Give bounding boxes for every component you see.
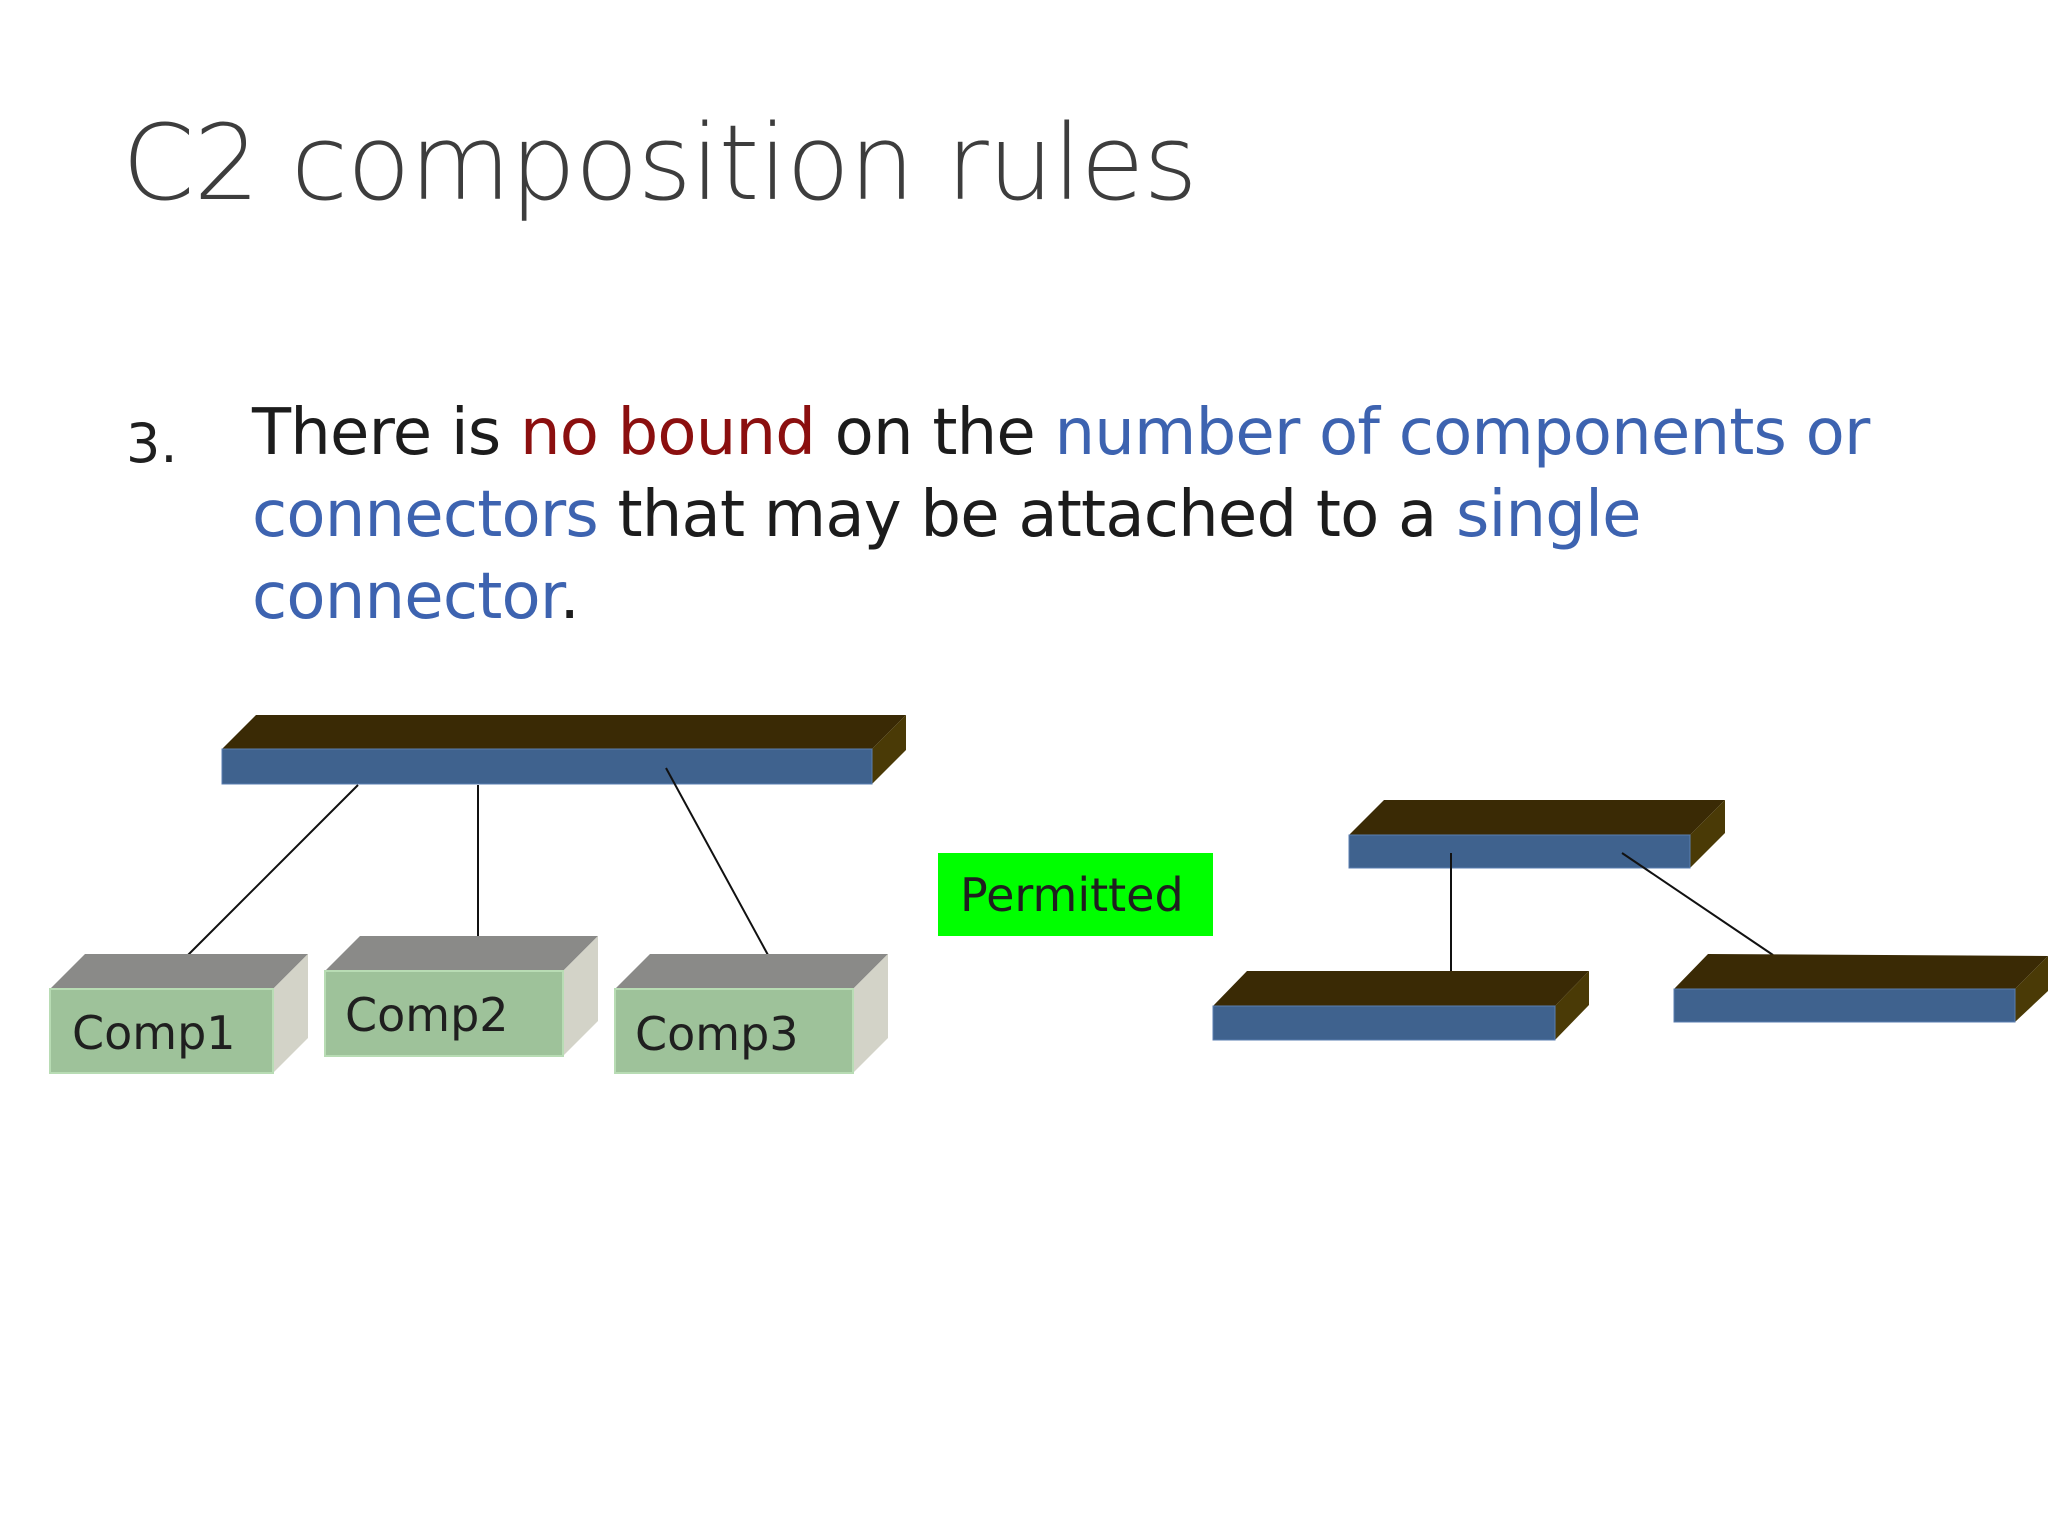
component-front-face	[614, 988, 854, 1074]
component-label: Comp1	[72, 1006, 236, 1060]
slide-title: C2 composition rules	[122, 102, 1198, 224]
connector-bar	[221, 715, 906, 785]
connector-side-face	[2015, 956, 2048, 1022]
connector-bar	[1212, 971, 1589, 1041]
component-side-face	[563, 936, 598, 1056]
connector-top-face	[1674, 954, 2048, 989]
rule-number: 3.	[126, 412, 178, 475]
permitted-badge: Permitted	[938, 853, 1213, 936]
connector-bar	[1673, 954, 2048, 1023]
connector-top-face	[222, 715, 906, 749]
component-side-face	[853, 954, 888, 1073]
rule-segment-plain: There is	[252, 396, 520, 470]
rule-emphasis-components-connectors: number of components or connectors	[252, 396, 1870, 552]
connector-front-face	[1348, 834, 1691, 869]
component-top-face	[325, 936, 598, 971]
component-front-face	[324, 970, 564, 1057]
component-label: Comp2	[345, 988, 509, 1042]
component-box: Comp1	[49, 954, 308, 1074]
connector-front-face	[221, 748, 873, 785]
connector-side-face	[1690, 800, 1725, 868]
connector-top-face	[1213, 971, 1589, 1006]
component-top-face	[50, 954, 308, 989]
rule-emphasis-single-connector: single connector	[252, 478, 1641, 634]
rule-text: There is no bound on the number of compo…	[252, 392, 1972, 638]
connector-front-face	[1212, 1005, 1556, 1041]
component-label: Comp3	[635, 1007, 799, 1061]
component-front-face	[49, 988, 274, 1074]
rule-emphasis-no-bound: no bound	[519, 396, 816, 470]
component-side-face	[273, 954, 308, 1073]
link-line	[187, 784, 359, 956]
rule-segment-plain: on the	[815, 396, 1055, 470]
connector-front-face	[1673, 988, 2016, 1023]
component-box: Comp3	[614, 954, 888, 1074]
component-top-face	[615, 954, 888, 989]
component-box: Comp2	[324, 936, 598, 1057]
link-line	[1621, 852, 1774, 956]
rule-segment-plain: that may be attached to a	[597, 478, 1457, 552]
connector-side-face	[872, 715, 906, 784]
connector-bar	[1348, 800, 1725, 869]
badge-label: Permitted	[960, 868, 1184, 922]
link-line	[665, 767, 769, 956]
rule-segment-period: .	[559, 560, 580, 634]
left-example: Comp1 Comp2 Comp3	[49, 715, 906, 1074]
connector-top-face	[1349, 800, 1725, 835]
right-example	[1212, 800, 2048, 1041]
connector-side-face	[1555, 971, 1589, 1040]
badge-background	[938, 853, 1213, 936]
